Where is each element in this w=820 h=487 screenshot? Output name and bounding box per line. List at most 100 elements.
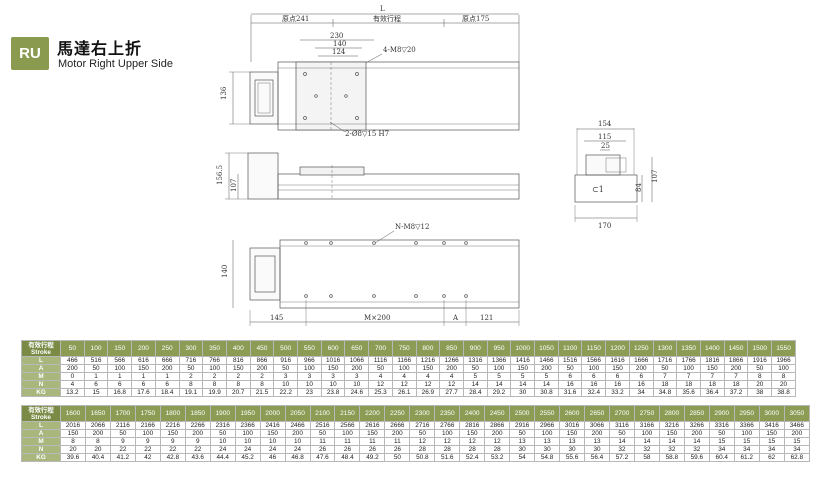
- table-cell: 50: [509, 429, 536, 438]
- table-cell: 12: [434, 437, 461, 446]
- table-cell: 53.2: [484, 453, 511, 462]
- table-cell: 3116: [608, 421, 635, 430]
- table-cell: 38: [747, 388, 773, 397]
- table-cell: 34: [758, 445, 785, 454]
- table-cell: 9: [134, 437, 161, 446]
- table-cell: 50: [462, 364, 488, 373]
- hole-note-top: 4-M8▽20: [383, 46, 416, 54]
- dim-107-side: 107: [230, 179, 238, 192]
- table-cell: 28: [434, 445, 461, 454]
- table-cell: 9: [184, 437, 211, 446]
- stroke-column-header: 2100: [309, 405, 336, 422]
- table-cell: 26.1: [391, 388, 417, 397]
- table-cell: 14: [510, 380, 536, 389]
- table-cell: 200: [384, 429, 411, 438]
- table-cell: 6: [131, 380, 156, 389]
- table-cell: 10: [320, 380, 346, 389]
- dim-length-label: L: [380, 5, 385, 13]
- table-cell: 1: [83, 372, 109, 381]
- table-cell: 50: [384, 453, 411, 462]
- table-cell: 1016: [320, 356, 346, 365]
- row-label: N: [21, 445, 61, 454]
- table-cell: 200: [484, 429, 511, 438]
- table-cell: 4: [415, 372, 441, 381]
- table-cell: 2266: [184, 421, 211, 430]
- stroke-column-header: 1400: [699, 340, 725, 357]
- section-title-en: Motor Right Upper Side: [58, 58, 173, 70]
- table-cell: 150: [60, 429, 86, 438]
- table-cell: 12: [484, 437, 511, 446]
- table-cell: 24: [234, 445, 261, 454]
- table-cell: 7: [676, 372, 701, 381]
- table-cell: 34.8: [652, 388, 678, 397]
- table-cell: 200: [60, 364, 85, 373]
- dim-mx200: M×200: [364, 314, 390, 322]
- table-cell: 100: [486, 364, 512, 373]
- table-cell: 200: [783, 429, 811, 438]
- table-cell: 10: [273, 380, 299, 389]
- stroke-column-header: 350: [202, 340, 227, 357]
- section-title-cn: 馬達右上折: [57, 39, 143, 58]
- table-cell: 49.2: [359, 453, 386, 462]
- table-cell: 56.4: [584, 453, 610, 462]
- table-cell: 50: [109, 429, 136, 438]
- table-cell: 6: [605, 372, 630, 381]
- table-cell: 22: [159, 445, 186, 454]
- table-cell: 6: [107, 380, 133, 389]
- table-cell: 666: [154, 356, 180, 365]
- dim-a: A: [452, 314, 459, 322]
- table-cell: 2466: [284, 421, 311, 430]
- stroke-header-en: Stroke: [31, 413, 51, 421]
- table-cell: 7: [652, 372, 678, 381]
- stroke-column-header: 2050: [284, 405, 311, 422]
- table-cell: 1266: [439, 356, 464, 365]
- table-cell: 11: [384, 437, 411, 446]
- table-cell: 1316: [462, 356, 488, 365]
- dim-145: 145: [270, 314, 283, 322]
- dim-origin-left: 原点241: [282, 15, 309, 23]
- stroke-column-header: 2600: [559, 405, 586, 422]
- table-cell: 55.6: [559, 453, 586, 462]
- table-cell: 2366: [234, 421, 261, 430]
- stroke-column-header: 1350: [676, 340, 701, 357]
- table-cell: 5: [534, 372, 559, 381]
- table-cell: 32: [683, 445, 710, 454]
- table-cell: 50: [309, 429, 336, 438]
- table-cell: 3: [344, 372, 370, 381]
- stroke-column-header: 1900: [209, 405, 236, 422]
- row-label: A: [21, 364, 61, 373]
- table-cell: 3166: [633, 421, 660, 430]
- row-label: M: [21, 372, 61, 381]
- stroke-column-header: 1450: [723, 340, 749, 357]
- table-cell: 1116: [368, 356, 393, 365]
- table-cell: 200: [344, 364, 370, 373]
- table-cell: 100: [134, 429, 161, 438]
- table-cell: 14: [633, 437, 660, 446]
- table-cell: 23.8: [320, 388, 346, 397]
- table-cell: 100: [202, 364, 227, 373]
- table-cell: 14: [608, 437, 635, 446]
- table-cell: 47.6: [309, 453, 336, 462]
- dim-140: 140: [333, 40, 346, 48]
- table-cell: 1766: [676, 356, 701, 365]
- dim-140-bottom: 140: [221, 265, 229, 278]
- row-label: L: [21, 356, 61, 365]
- table-cell: 1: [107, 372, 133, 381]
- stroke-column-header: 100: [83, 340, 109, 357]
- table-cell: 2816: [459, 421, 486, 430]
- table-cell: 11: [334, 437, 361, 446]
- table-cell: 28: [459, 445, 486, 454]
- row-label: KG: [21, 453, 61, 462]
- stroke-column-header: 1250: [628, 340, 654, 357]
- table-cell: 3: [320, 372, 346, 381]
- table-cell: 816: [225, 356, 251, 365]
- table-cell: 24: [284, 445, 311, 454]
- section-badge: RU: [11, 37, 49, 70]
- table-cell: 2566: [334, 421, 361, 430]
- row-label: KG: [21, 388, 61, 397]
- row-label: A: [21, 429, 61, 438]
